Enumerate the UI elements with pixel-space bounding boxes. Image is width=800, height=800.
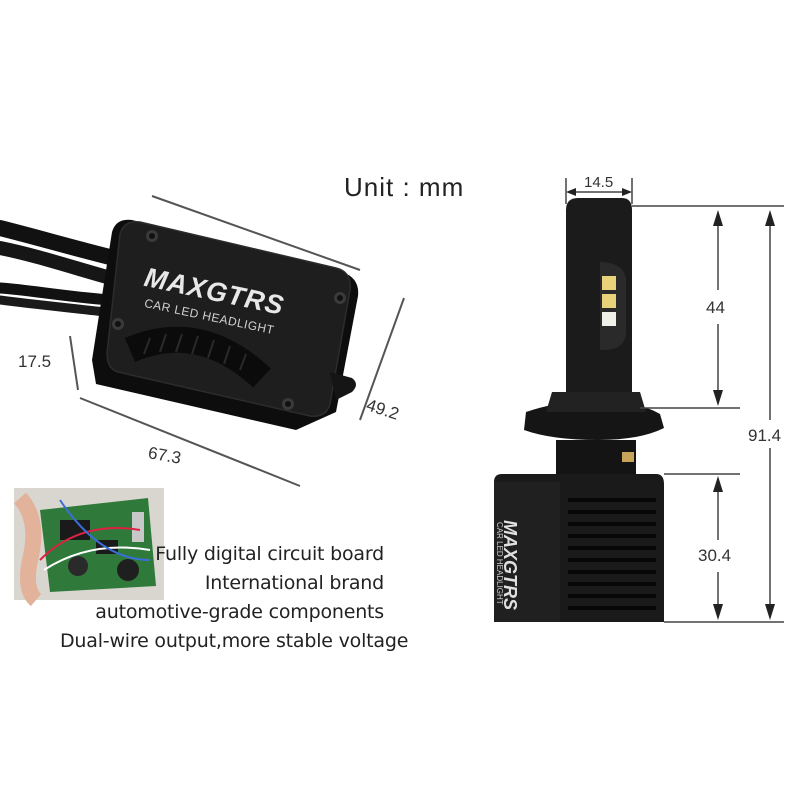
driver-dim-height: 17.5	[18, 352, 52, 371]
unit-label: Unit : mm	[344, 172, 465, 202]
bulb-brand-subtitle: CAR LED HEADLIGHT	[495, 522, 504, 605]
bulb-dim-top-width: 14.5	[584, 174, 614, 191]
feature-item: Dual-wire output,more stable voltage	[60, 630, 409, 652]
driver-box-photo	[0, 219, 359, 430]
dimension-arrowheads	[566, 188, 775, 620]
bulb-dimension-lines	[565, 178, 784, 623]
feature-list: Fully digital circuit board Internationa…	[60, 540, 409, 656]
led-bulb-photo	[494, 198, 664, 622]
feature-item: International brand	[204, 572, 384, 594]
driver-dimension-lines	[69, 195, 405, 487]
bulb-dim-total: 91.4	[748, 426, 782, 445]
bulb-dim-base: 30.4	[698, 546, 732, 565]
feature-item: automotive-grade components	[95, 601, 384, 623]
bulb-dim-led-section: 44	[706, 298, 725, 317]
circuit-board-photo	[13, 488, 164, 607]
feature-item: Fully digital circuit board	[155, 543, 384, 565]
